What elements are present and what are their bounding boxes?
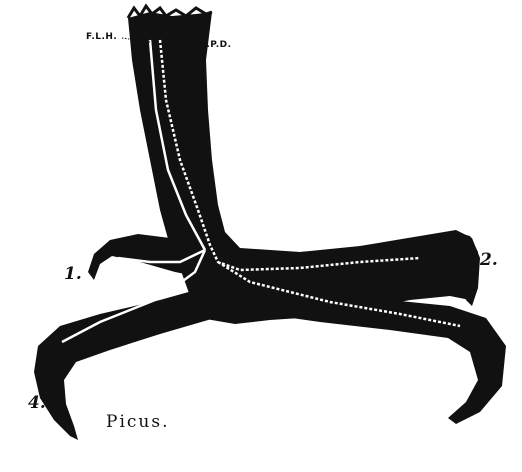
label-toe-3: 3.	[480, 366, 498, 383]
toe-3	[240, 284, 506, 424]
label-fpd: F.P.D.	[201, 41, 232, 50]
label-toe-2: 2.	[480, 252, 498, 269]
label-flh: F.L.H.	[86, 33, 117, 42]
figure-caption: Picus.	[106, 414, 169, 431]
label-toe-4: 4.	[28, 395, 46, 412]
label-toe-1: 1.	[64, 266, 82, 283]
